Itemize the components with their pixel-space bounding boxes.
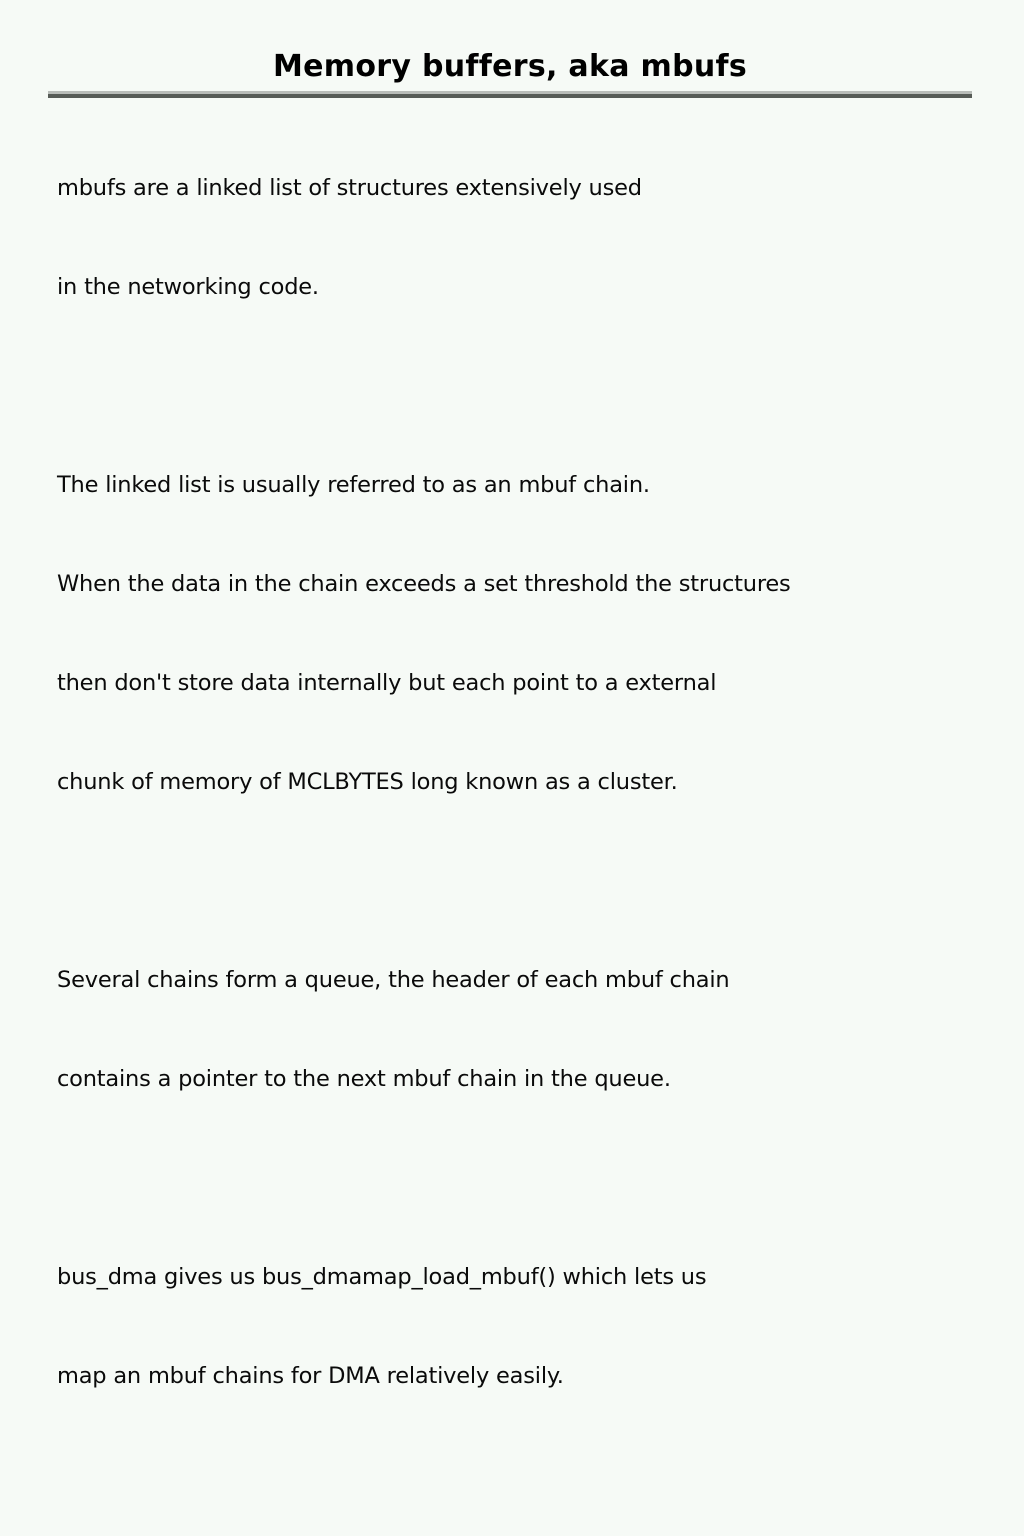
body-line: chunk of memory of MCLBYTES long known a…: [57, 769, 678, 795]
body-line: bus_dma gives us bus_dmamap_load_mbuf() …: [57, 1264, 707, 1290]
body-line: contains a pointer to the next mbuf chai…: [57, 1066, 671, 1092]
body-line: mbufs are a linked list of structures ex…: [57, 175, 642, 201]
paragraph-intro: mbufs are a linked list of structures ex…: [57, 106, 997, 370]
presentation-slide: Memory buffers, aka mbufs mbufs are a li…: [48, 49, 972, 1389]
page-title: Memory buffers, aka mbufs: [272, 49, 748, 84]
divider-shadow-line: [48, 94, 972, 98]
body-line: Several chains form a queue, the header …: [57, 967, 730, 993]
paragraph-manpage: See the mbuf(9) man page for more discus…: [57, 1492, 997, 1536]
title-divider: [48, 91, 972, 98]
body-line: When the data in the chain exceeds a set…: [57, 571, 791, 597]
paragraph-queue: Several chains form a queue, the header …: [57, 898, 997, 1162]
body-line: then don't store data internally but eac…: [57, 670, 717, 696]
slide-body: mbufs are a linked list of structures ex…: [57, 106, 997, 1536]
paragraph-mbuf-chain: The linked list is usually referred to a…: [57, 403, 997, 865]
paragraph-bus-dma: bus_dma gives us bus_dmamap_load_mbuf() …: [57, 1195, 997, 1459]
body-line: in the networking code.: [57, 274, 319, 300]
body-line: The linked list is usually referred to a…: [57, 472, 650, 498]
divider-highlight-line: [48, 91, 972, 94]
body-line: map an mbuf chains for DMA relatively ea…: [57, 1363, 564, 1389]
